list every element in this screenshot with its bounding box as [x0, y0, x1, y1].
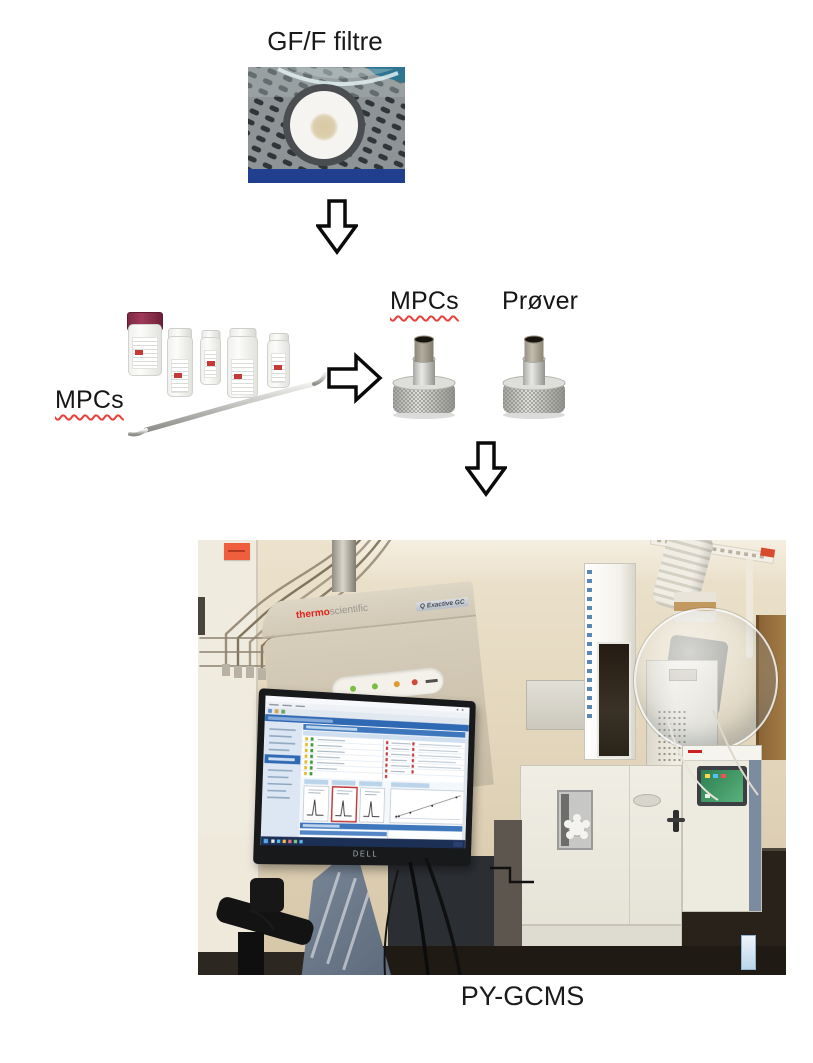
- gc-oven-cabinet: [520, 765, 685, 953]
- mpcs-cup-label: MPCs: [390, 287, 459, 315]
- status-led-amber: [393, 680, 401, 688]
- status-led-red: [411, 678, 418, 686]
- mpc-vials-photo: [100, 300, 330, 450]
- tower-scale-marks: [587, 570, 592, 720]
- autosampler-tower: [584, 563, 636, 760]
- bench-shadow: [494, 820, 522, 950]
- right-arrow-icon: [327, 352, 383, 404]
- extraction-dome: [634, 608, 778, 752]
- vial-5: [267, 333, 290, 388]
- tower-window: [597, 642, 631, 758]
- chromatography-software-ui: [260, 695, 470, 849]
- monitor-arm-joint: [250, 878, 284, 912]
- monitor-arm-post: [238, 932, 264, 975]
- status-led-green-2: [371, 683, 379, 690]
- model-badge: Q Exactive GC: [415, 597, 470, 612]
- photo-blue-bar: [248, 169, 405, 183]
- status-display-slot: [425, 678, 438, 684]
- bench-sticker: [741, 935, 756, 970]
- gff-filter-photo: [248, 67, 405, 183]
- pygcms-photo: thermoscientific Q Exactive GC: [198, 540, 786, 975]
- unit-side-accent: [749, 760, 761, 911]
- door-badge: [633, 794, 661, 807]
- touchscreen: [697, 766, 747, 806]
- vent-pipe: [332, 540, 356, 592]
- door-seam: [629, 766, 630, 926]
- lab-bench-front: [348, 946, 786, 975]
- down-arrow-icon: [316, 199, 358, 255]
- unit-top-trim: [683, 746, 761, 761]
- thermo-mark: [688, 750, 702, 753]
- sticky-note: [224, 543, 250, 560]
- vial-2: [167, 328, 193, 397]
- injector-latch: [557, 790, 593, 850]
- vial-4: [227, 328, 258, 398]
- vial-maroon-cap: [127, 312, 163, 376]
- status-led-green: [349, 685, 357, 693]
- down-arrow-icon-2: [465, 441, 507, 497]
- monitor: DELL: [253, 688, 476, 867]
- pygcms-caption: PY-GCMS: [460, 981, 585, 1011]
- touchscreen-display: [701, 770, 743, 802]
- side-module: [526, 680, 592, 730]
- door-handle-bar: [667, 818, 685, 822]
- ceiling: [348, 540, 786, 582]
- filter-photo-art: [248, 67, 405, 183]
- metal-spatula-tool: [128, 372, 327, 437]
- thermo-scientific-logo: thermoscientific: [295, 602, 369, 622]
- gff-filter-title: GF/F filtre: [267, 26, 383, 56]
- gc-touchscreen-unit: [682, 745, 762, 912]
- instrument-lower-shadow: [388, 856, 494, 948]
- prover-sample-cup-photo: [502, 335, 566, 419]
- vial-3: [200, 330, 221, 385]
- shelf-bracket: [198, 597, 205, 635]
- samples-cup-label: Prøver: [502, 287, 579, 315]
- mpcs-vials-label: MPCs: [55, 386, 124, 414]
- mpc-sample-cup-photo: [392, 335, 456, 419]
